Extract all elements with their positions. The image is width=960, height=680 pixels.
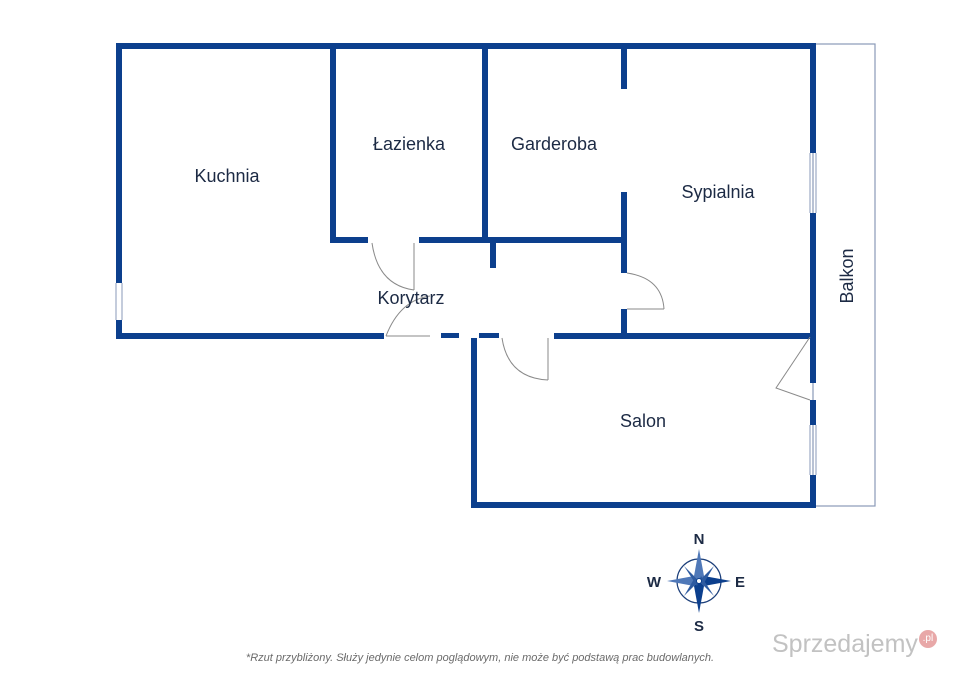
windows [115,153,817,475]
room-label-bathroom: Łazienka [373,134,446,154]
room-label-balcony: Balkon [837,248,857,303]
compass-east: E [735,574,745,591]
watermark-text: Sprzedajemy [772,630,918,658]
room-label-bedroom: Sypialnia [681,182,755,202]
watermark-badge: .pl [918,630,937,648]
room-label-wardrobe: Garderoba [511,134,598,154]
watermark: Sprzedajemy.pl [772,630,937,659]
disclaimer-text: *Rzut przybliżony. Służy jedynie celom p… [245,652,715,664]
walls [116,43,816,508]
doors [371,242,811,401]
room-label-kitchen: Kuchnia [194,166,260,186]
compass-south: S [694,618,704,635]
compass-north: N [694,531,705,548]
compass-west: W [647,574,662,591]
room-label-corridor: Korytarz [377,288,444,308]
compass-rose [667,549,731,613]
room-label-living-room: Salon [620,411,666,431]
